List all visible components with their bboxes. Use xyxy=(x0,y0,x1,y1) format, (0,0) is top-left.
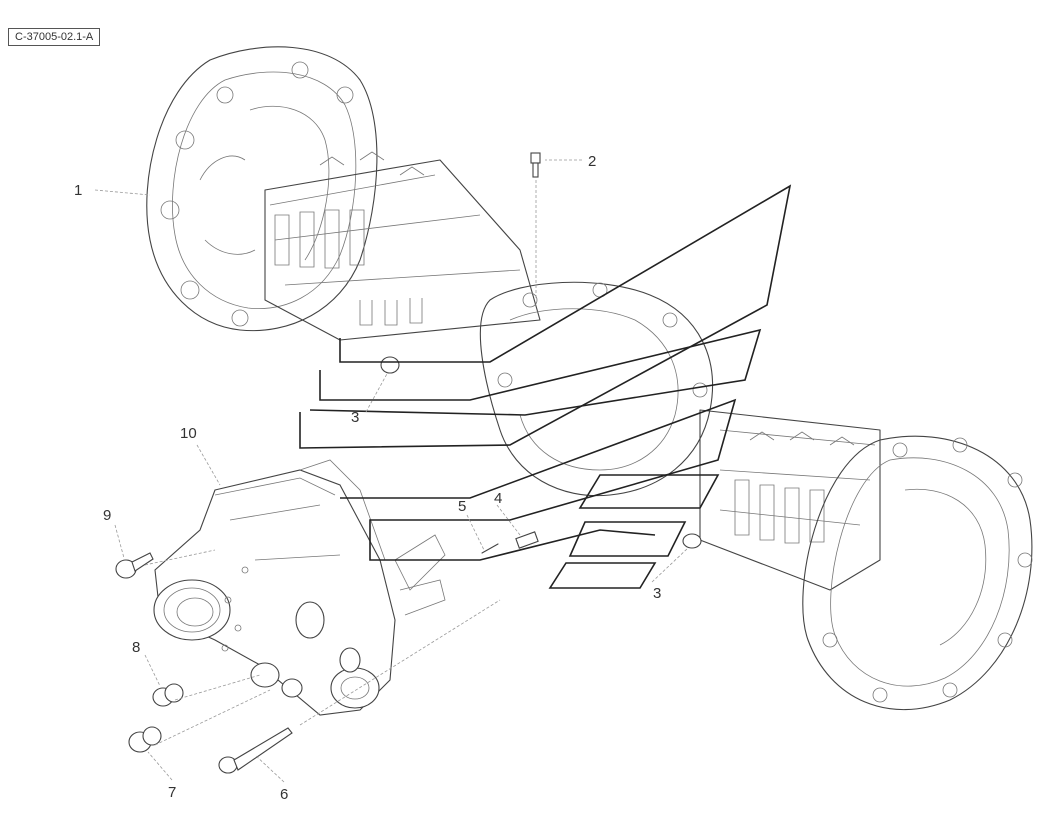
leader-lines xyxy=(94,159,689,783)
breather-fitting xyxy=(530,152,541,178)
callout-3-right: 3 xyxy=(653,585,661,602)
axle-housing-right-flange xyxy=(802,435,1033,711)
view-chevron-middle xyxy=(340,398,737,589)
callout-3-left: 3 xyxy=(351,409,359,426)
view-chevron-upper xyxy=(299,184,792,449)
callout-8: 8 xyxy=(132,639,140,656)
callout-2: 2 xyxy=(588,153,596,170)
short-bolt xyxy=(115,552,154,579)
callout-9: 9 xyxy=(103,507,111,524)
plug-right xyxy=(682,533,702,549)
callout-6: 6 xyxy=(280,786,288,803)
long-bolt xyxy=(218,727,293,774)
callout-10: 10 xyxy=(180,425,197,442)
callout-4: 4 xyxy=(494,490,502,507)
axle-housing-right-tube xyxy=(699,409,881,591)
callout-1: 1 xyxy=(74,182,82,199)
stud xyxy=(481,543,499,554)
bushing xyxy=(152,683,184,707)
callout-5: 5 xyxy=(458,498,466,515)
nut xyxy=(128,726,162,753)
axle-housing-center xyxy=(479,281,714,497)
axle-housing-left-tube xyxy=(264,151,541,341)
drawing-reference-label: C-37005-02.1-A xyxy=(8,28,101,46)
callout-labels: 1 2 3 3 4 5 6 7 8 9 10 xyxy=(74,153,661,803)
callout-7: 7 xyxy=(168,784,176,801)
axle-housing-left-flange xyxy=(146,46,378,332)
dowel-pin xyxy=(515,531,539,549)
plug-left xyxy=(380,356,400,374)
